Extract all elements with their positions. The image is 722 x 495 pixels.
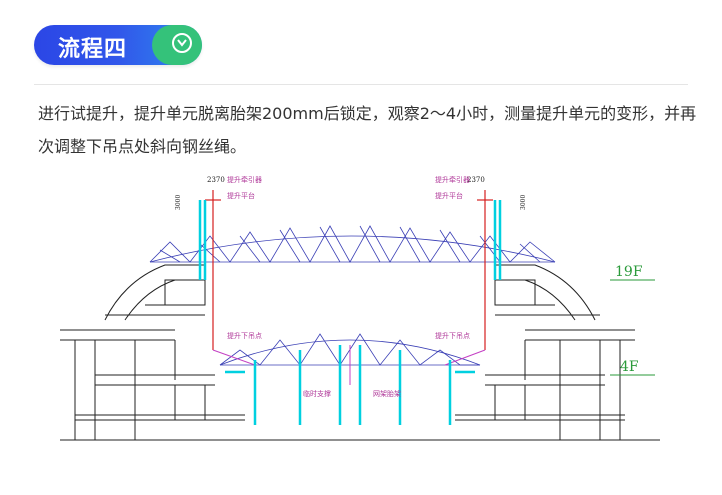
- right-structure: [455, 264, 635, 440]
- floor-19-label: 19F: [615, 264, 643, 280]
- bottom-label-support: 临时支撑: [303, 389, 331, 398]
- section-title: 流程四: [58, 37, 128, 62]
- right-vertical-dimension: 3000: [520, 195, 527, 210]
- left-platform-label: 提升平台: [227, 191, 255, 200]
- chevron-down-icon[interactable]: [172, 33, 192, 53]
- header-divider: [34, 84, 688, 85]
- left-structure: [60, 264, 245, 440]
- process-description: 进行试提升，提升单元脱离胎架200mm后锁定，观察2～4小时，测量提升单元的变形…: [38, 104, 697, 156]
- floor-4-label: 4F: [620, 359, 639, 375]
- bottom-label-frame: 网架胎架: [373, 389, 401, 398]
- right-lifter-label: 提升牵引器: [435, 175, 470, 184]
- lifting-diagram: 2370 2370 提升牵引器 提升平台 提升牵引器 提升平台 提升下吊点 提升…: [60, 175, 660, 441]
- diagonal-ropes: [212, 345, 486, 385]
- top-left-dimension: 2370: [207, 176, 225, 184]
- floor-marks: [610, 279, 655, 376]
- section-header-pill: 流程四: [34, 25, 202, 65]
- lifting-cables: [205, 190, 493, 350]
- left-lower-point-label: 提升下吊点: [227, 331, 262, 340]
- right-lower-point-label: 提升下吊点: [435, 331, 470, 340]
- temporary-supports: [198, 200, 502, 425]
- left-lifter-label: 提升牵引器: [227, 175, 262, 184]
- right-platform-label: 提升平台: [435, 191, 463, 200]
- top-right-dimension: 2370: [467, 176, 485, 184]
- left-vertical-dimension: 3000: [175, 195, 182, 210]
